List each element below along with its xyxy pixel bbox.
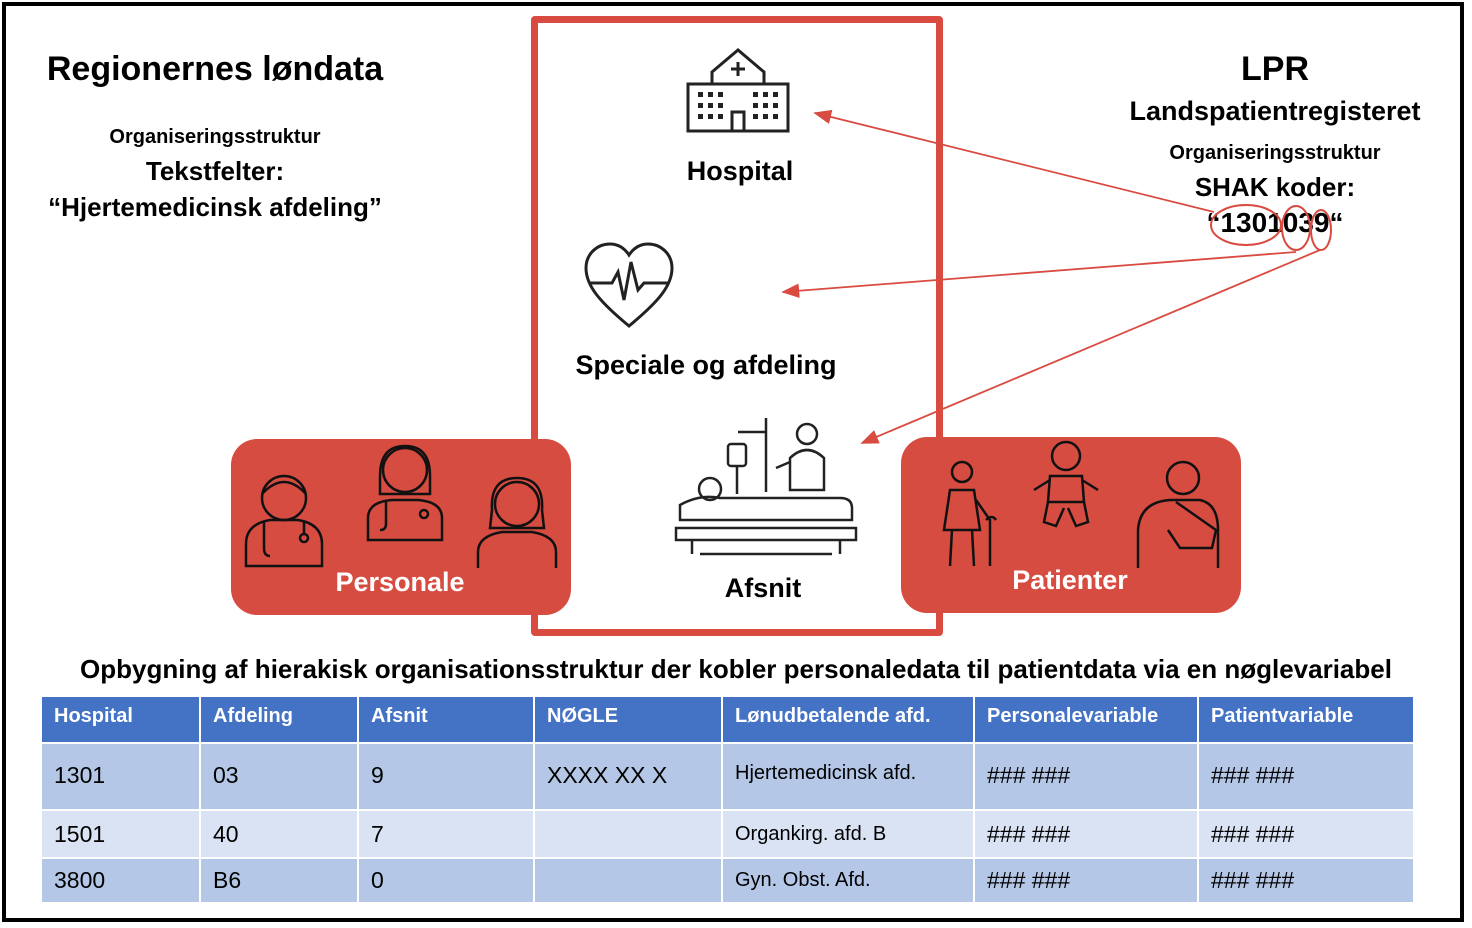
left-title: Regionernes løndata [46,50,384,88]
cell: Gyn. Obst. Afd. [722,857,975,902]
cell: 1501 [42,809,201,858]
col-hospital: Hospital [42,697,201,743]
col-afdeling: Afdeling [200,697,359,743]
afsnit-label: Afsnit [724,573,802,603]
right-title: LPR [1241,50,1309,88]
cell: 1301 [42,742,201,810]
cell [534,857,723,902]
cell: B6 [200,857,359,902]
left-example-text: “Hjertemedicinsk afdeling” [48,192,382,222]
cell: ### ### [1198,857,1415,902]
col-personalevariable: Personalevariable [974,697,1199,743]
table-row: 3800 B6 0 Gyn. Obst. Afd. ### ### ### ##… [42,857,1415,902]
cell: ### ### [1198,809,1415,858]
personale-label: Personale [335,567,465,597]
cell: Hjertemedicinsk afd. [722,742,975,810]
hierarchy-box [531,16,943,636]
left-subtitle-structure: Organiseringsstruktur [109,126,321,148]
data-table: Hospital Afdeling Afsnit NØGLE Lønudbeta… [42,697,1415,902]
cell: 3800 [42,857,201,902]
cell: ### ### [1198,742,1415,810]
speciale-label: Speciale og afdeling [575,350,837,380]
col-noegle: NØGLE [534,697,723,743]
right-subtitle-shak: SHAK koder: [1194,172,1356,202]
cell: ### ### [974,742,1199,810]
table-row: 1301 03 9 XXXX XX X Hjertemedicinsk afd.… [42,742,1415,810]
col-loenudbetalende: Lønudbetalende afd. [722,697,975,743]
table-caption: Opbygning af hierakisk organisationsstru… [80,654,1392,684]
cell: Organkirg. afd. B [722,809,975,858]
cell: 40 [200,809,359,858]
table-header-row: Hospital Afdeling Afsnit NØGLE Lønudbeta… [42,697,1415,743]
table-row: 1501 40 7 Organkirg. afd. B ### ### ### … [42,809,1415,858]
left-subtitle-textfields: Tekstfelter: [145,156,285,186]
cell: XXXX XX X [534,742,723,810]
right-subtitle-register: Landspatientregisteret [1129,96,1421,126]
cell [534,809,723,858]
cell: 7 [358,809,535,858]
patienter-label: Patienter [1012,565,1128,595]
cell: ### ### [974,809,1199,858]
cell: ### ### [974,857,1199,902]
right-subtitle-structure: Organiseringsstruktur [1169,142,1381,164]
col-afsnit: Afsnit [358,697,535,743]
shak-code: “1301039“ [1206,207,1344,238]
cell: 0 [358,857,535,902]
col-patientvariable: Patientvariable [1198,697,1415,743]
cell: 9 [358,742,535,810]
cell: 03 [200,742,359,810]
hospital-label: Hospital [686,156,794,186]
